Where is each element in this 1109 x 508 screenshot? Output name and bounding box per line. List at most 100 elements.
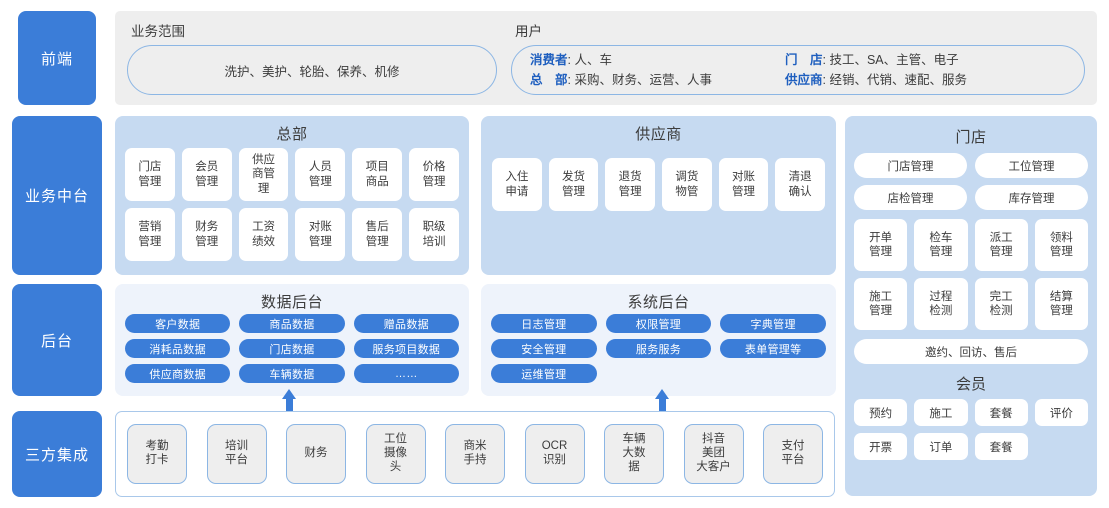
- store-tile[interactable]: 完工 检测: [974, 278, 1028, 330]
- store-pill[interactable]: 门店管理: [854, 153, 967, 178]
- third-party-tile[interactable]: 工位 摄像 头: [365, 424, 426, 484]
- system-backend-pill[interactable]: 运维管理: [491, 364, 597, 383]
- store-followup-pill[interactable]: 邀约、回访、售后: [854, 339, 1088, 364]
- data-backend-panel: 数据后台 客户数据 商品数据 赠品数据 消耗品数据 门店数据 服务项目数据 供应…: [115, 284, 469, 396]
- system-backend-pill[interactable]: 安全管理: [491, 339, 597, 358]
- system-backend-pill[interactable]: 表单管理等: [720, 339, 826, 358]
- data-backend-title: 数据后台: [260, 294, 323, 311]
- user-role-store: 门 店: 技工、SA、主管、电子: [785, 53, 959, 67]
- store-tile[interactable]: 派工 管理: [974, 219, 1028, 271]
- frontend-band: 业务范围 洗护、美护、轮胎、保养、机修 用户 消费者: 人、车 门 店: 技工、…: [115, 11, 1097, 105]
- hq-tile[interactable]: 门店 管理: [125, 148, 175, 201]
- sidebar-item-third-party-integration[interactable]: 三方集成: [12, 411, 102, 497]
- hq-tile[interactable]: 人员 管理: [295, 148, 346, 201]
- business-scope-value[interactable]: 洗护、美护、轮胎、保养、机修: [127, 45, 497, 95]
- store-tile[interactable]: 检车 管理: [914, 219, 968, 271]
- member-tile[interactable]: 订单: [914, 433, 968, 460]
- third-party-tile[interactable]: OCR 识别: [524, 424, 585, 484]
- data-backend-pill[interactable]: 商品数据: [239, 314, 345, 333]
- system-backend-title: 系统后台: [627, 294, 690, 311]
- supplier-tile[interactable]: 发货 管理: [548, 158, 599, 211]
- data-backend-pill[interactable]: 消耗品数据: [125, 339, 231, 358]
- data-backend-pill[interactable]: ……: [353, 364, 459, 383]
- user-role-label: 消费者: [530, 53, 568, 67]
- hq-tile[interactable]: 营销 管理: [125, 208, 175, 261]
- supplier-tile[interactable]: 入住 申请: [492, 158, 542, 211]
- user-role-value: 技工、SA、主管、电子: [829, 53, 959, 67]
- third-party-tile[interactable]: 车辆 大数 据: [604, 424, 664, 484]
- store-pill[interactable]: 库存管理: [975, 185, 1088, 210]
- hq-tile[interactable]: 会员 管理: [181, 148, 232, 201]
- data-backend-pill[interactable]: 供应商数据: [125, 364, 231, 383]
- store-title: 门店: [955, 129, 987, 146]
- sidebar-item-business-middle-platform[interactable]: 业务中台: [12, 116, 102, 275]
- member-tile[interactable]: 套餐: [974, 399, 1028, 426]
- third-party-tile[interactable]: 支付 平台: [763, 424, 823, 484]
- member-tile[interactable]: 套餐: [974, 433, 1028, 460]
- data-backend-pill[interactable]: 服务项目数据: [353, 339, 459, 358]
- sidebar-item-label: 前端: [40, 50, 73, 68]
- user-role-headquarters: 总 部: 采购、财务、运营、人事: [530, 72, 712, 87]
- user-role-value: 人、车: [574, 53, 612, 67]
- system-backend-pill[interactable]: 服务服务: [605, 339, 712, 358]
- backend-band: 数据后台 客户数据 商品数据 赠品数据 消耗品数据 门店数据 服务项目数据 供应…: [115, 284, 836, 396]
- hq-tile[interactable]: 对账 管理: [295, 208, 346, 261]
- hq-tile[interactable]: 价格 管理: [409, 148, 459, 201]
- store-pill[interactable]: 工位管理: [975, 153, 1088, 178]
- hq-tile[interactable]: 供应 商管 理: [238, 148, 289, 201]
- user-role-label: 总 部: [530, 72, 568, 87]
- third-party-tile[interactable]: 抖音 美团 大客户: [683, 424, 744, 484]
- data-backend-pill[interactable]: 赠品数据: [353, 314, 459, 333]
- member-tile[interactable]: 预约: [854, 399, 908, 426]
- supplier-panel: 供应商 入住 申请 发货 管理 退货 管理 调货 物管 对账 管理 清退 确认: [481, 116, 836, 275]
- third-party-tile[interactable]: 财务: [286, 424, 346, 484]
- store-tile[interactable]: 结算 管理: [1034, 278, 1088, 330]
- data-backend-pill[interactable]: 客户数据: [125, 314, 231, 333]
- headquarters-panel: 总部 门店 管理 会员 管理 供应 商管 理 人员 管理 项目 商品 价格 管理…: [115, 116, 469, 275]
- store-tile[interactable]: 过程 检测: [914, 278, 968, 330]
- system-backend-pill[interactable]: 日志管理: [491, 314, 597, 333]
- headquarters-tile-grid: 门店 管理 会员 管理 供应 商管 理 人员 管理 项目 商品 价格 管理 营销…: [115, 144, 469, 269]
- supplier-tile[interactable]: 对账 管理: [718, 158, 769, 211]
- system-backend-pill[interactable]: 权限管理: [605, 314, 712, 333]
- users-title: 用户: [515, 24, 542, 39]
- supplier-tile[interactable]: 调货 物管: [662, 158, 712, 211]
- supplier-tile-grid: 入住 申请 发货 管理 退货 管理 调货 物管 对账 管理 清退 确认: [481, 144, 836, 219]
- supplier-tile[interactable]: 退货 管理: [605, 158, 655, 211]
- store-panel: 门店 门店管理 工位管理 店检管理 库存管理 开单 管理 检车 管理 派工 管理…: [845, 116, 1097, 496]
- member-tile[interactable]: 施工: [914, 399, 968, 426]
- third-party-tile[interactable]: 考勤 打卡: [127, 424, 187, 484]
- system-backend-panel: 系统后台 日志管理 权限管理 字典管理 安全管理 服务服务 表单管理等 运维管理: [481, 284, 836, 396]
- arrow-stem: [659, 397, 666, 415]
- system-backend-pill[interactable]: 字典管理: [720, 314, 826, 333]
- supplier-tile[interactable]: 清退 确认: [775, 158, 825, 211]
- member-tile-placeholder: [1035, 433, 1088, 460]
- hq-tile[interactable]: 职级 培训: [409, 208, 459, 261]
- store-pill-row-2: 店检管理 库存管理: [854, 185, 1088, 210]
- business-middle-band: 总部 门店 管理 会员 管理 供应 商管 理 人员 管理 项目 商品 价格 管理…: [115, 116, 1097, 275]
- users-panel[interactable]: 消费者: 人、车 门 店: 技工、SA、主管、电子 总 部: 采购、财务、运营、…: [511, 45, 1085, 95]
- third-party-tile[interactable]: 商米 手持: [445, 424, 505, 484]
- third-party-band: 考勤 打卡 培训 平台 财务 工位 摄像 头 商米 手持 OCR 识别 车辆 大…: [115, 411, 835, 497]
- store-tile[interactable]: 施工 管理: [854, 278, 908, 330]
- data-backend-pill[interactable]: 车辆数据: [239, 364, 345, 383]
- sidebar-item-frontend[interactable]: 前端: [18, 11, 96, 105]
- hq-tile[interactable]: 工资 绩效: [238, 208, 289, 261]
- member-tile[interactable]: 评价: [1034, 399, 1088, 426]
- data-backend-pill[interactable]: 门店数据: [239, 339, 345, 358]
- hq-tile[interactable]: 财务 管理: [181, 208, 232, 261]
- sidebar-item-label: 业务中台: [24, 188, 89, 205]
- hq-tile[interactable]: 项目 商品: [352, 148, 403, 201]
- data-backend-pill-grid: 客户数据 商品数据 赠品数据 消耗品数据 门店数据 服务项目数据 供应商数据 车…: [115, 312, 469, 391]
- hq-tile[interactable]: 售后 管理: [352, 208, 403, 261]
- third-party-tile[interactable]: 培训 平台: [206, 424, 267, 484]
- store-tile[interactable]: 领料 管理: [1034, 219, 1088, 271]
- member-tile[interactable]: 开票: [854, 433, 908, 460]
- arrow-stem: [286, 397, 293, 415]
- store-tile[interactable]: 开单 管理: [854, 219, 908, 271]
- member-tile-grid: 预约 施工 套餐 评价 开票 订单 套餐: [854, 399, 1088, 460]
- sidebar-item-backend[interactable]: 后台: [12, 284, 102, 396]
- supplier-title: 供应商: [635, 126, 682, 143]
- store-pill[interactable]: 店检管理: [854, 185, 967, 210]
- member-title: 会员: [955, 376, 986, 393]
